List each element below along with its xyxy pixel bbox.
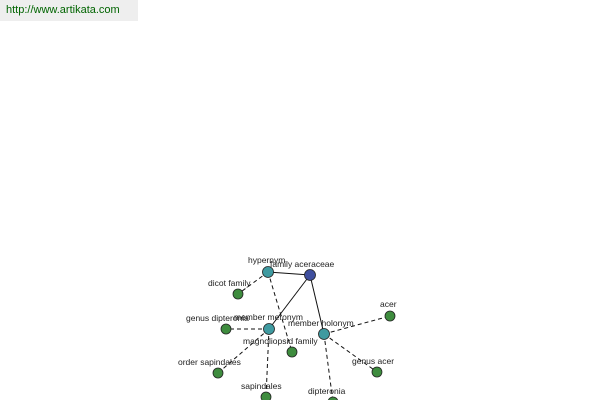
node-genus-dipteronia[interactable] [220,323,232,335]
source-url[interactable]: http://www.artikata.com [0,0,138,21]
node-magnoliopsid-family[interactable] [286,346,298,358]
graph-nodes [212,266,396,400]
edge-hypernym-dicot-family [237,271,269,295]
label-dipteronia[interactable]: dipteronia [308,386,346,396]
label-sapindales[interactable]: sapindales [241,381,282,391]
node-member-holonym[interactable] [318,328,330,340]
label-magnoliopsid-family[interactable]: magnoliopsid family [243,336,318,346]
edge-center-member-meronym [268,274,311,330]
label-member-holonym[interactable]: member holonym [288,318,354,328]
edge-member-holonym-dipteronia [323,333,334,400]
label-genus-acer[interactable]: genus acer [352,356,394,366]
label-hypernym[interactable]: hypernym [248,255,285,265]
label-member-meronym[interactable]: member meronym [234,312,303,322]
edge-member-holonym-genus-acer [323,333,378,373]
node-sapindales[interactable] [260,391,272,400]
graph-edges [217,271,391,400]
graph-labels: dicot family magnoliopsid family genus dip… [178,255,397,396]
node-acer[interactable] [384,310,396,322]
label-dicot-family[interactable]: dicot family [208,278,251,288]
label-acer[interactable]: acer [380,299,397,309]
node-dicot-family[interactable] [232,288,244,300]
label-order-sapindales[interactable]: order sapindales [178,357,241,367]
label-genus-dipteronia[interactable]: genus dipteronia [186,313,249,323]
edge-center-hypernym [267,271,311,276]
node-dipteronia[interactable] [327,396,339,400]
node-family-aceraceae[interactable] [304,269,316,281]
node-hypernym[interactable] [262,266,274,278]
label-family-aceraceae[interactable]: family aceraceae [270,259,335,269]
edge-member-meronym-order-sapindales [217,328,270,374]
node-genus-acer[interactable] [371,366,383,378]
node-order-sapindales[interactable] [212,367,224,379]
edge-center-member-holonym [309,274,325,335]
edge-member-holonym-acer [323,315,391,335]
edge-member-meronym-sapindales [265,328,270,398]
node-member-meronym[interactable] [263,323,275,335]
